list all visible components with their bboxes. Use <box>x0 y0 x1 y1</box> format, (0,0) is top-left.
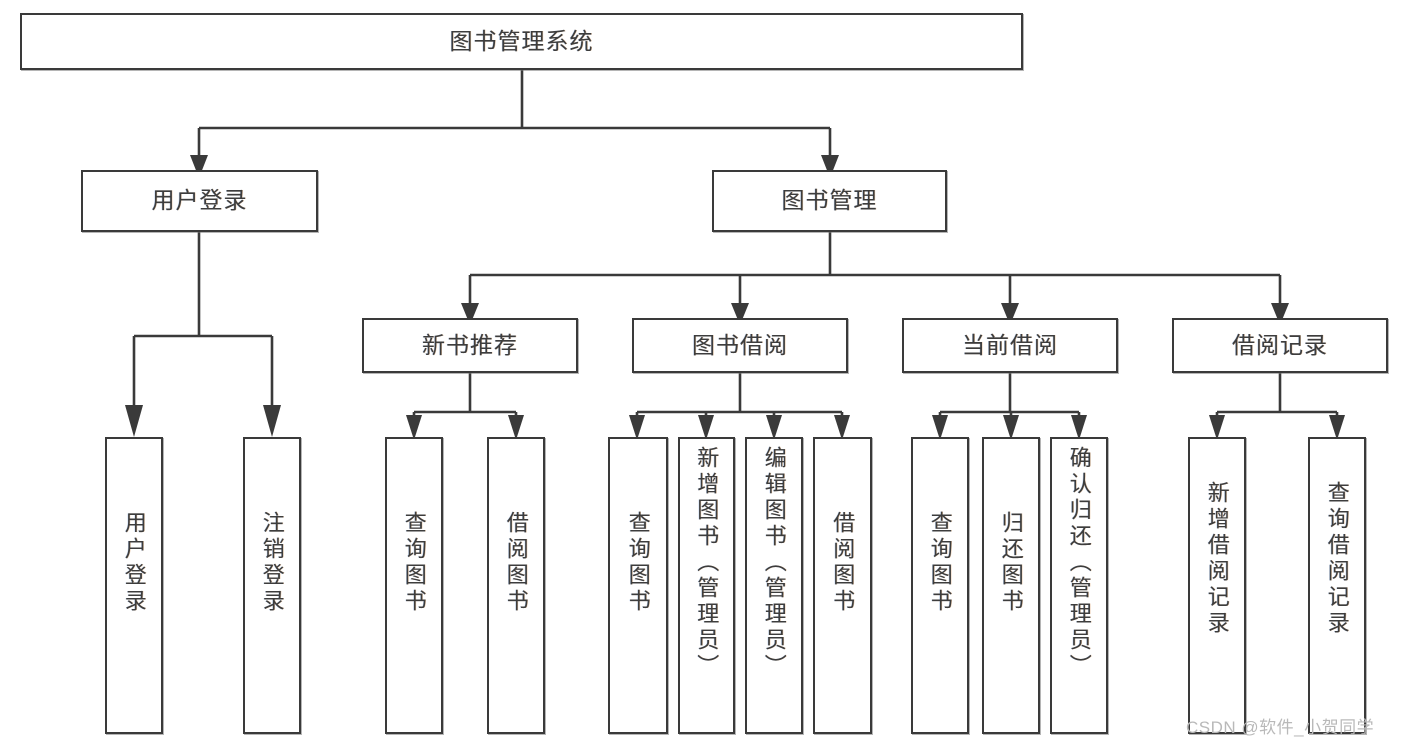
node-current-borrow[interactable]: 当前借阅 <box>902 318 1118 373</box>
arrowhead-leaf-user-login <box>125 405 143 437</box>
node-leaf-user-login-label: 用户登录 <box>121 511 147 615</box>
node-leaf-add-book-label: 新增图书（管理员） <box>694 446 720 680</box>
node-new-book-recommend[interactable]: 新书推荐 <box>362 318 578 373</box>
node-book-manage-label: 图书管理 <box>781 187 878 214</box>
node-leaf-return-book-label: 归还图书 <box>998 511 1024 615</box>
node-leaf-borrow-book-2[interactable]: 借阅图书 <box>813 437 872 734</box>
node-book-manage[interactable]: 图书管理 <box>712 170 947 232</box>
watermark-text: CSDN @软件_小贺同学 <box>1186 718 1375 737</box>
node-book-borrow-label: 图书借阅 <box>692 331 788 358</box>
node-leaf-query-book-2[interactable]: 查询图书 <box>608 437 668 734</box>
node-leaf-add-book[interactable]: 新增图书（管理员） <box>678 437 735 734</box>
node-root-label: 图书管理系统 <box>449 27 594 54</box>
node-current-borrow-label: 当前借阅 <box>962 331 1058 358</box>
node-leaf-return-book[interactable]: 归还图书 <box>982 437 1040 734</box>
node-leaf-query-book-1-label: 查询图书 <box>401 511 427 615</box>
node-leaf-user-logout-label: 注销登录 <box>259 511 285 615</box>
node-leaf-borrow-book-1-label: 借阅图书 <box>503 511 529 615</box>
node-leaf-borrow-book-1[interactable]: 借阅图书 <box>487 437 545 734</box>
node-leaf-query-book-1[interactable]: 查询图书 <box>385 437 443 734</box>
node-leaf-edit-book-label: 编辑图书（管理员） <box>761 446 787 680</box>
node-user-login[interactable]: 用户登录 <box>81 170 318 232</box>
node-leaf-query-borrow-record[interactable]: 查询借阅记录 <box>1308 437 1366 734</box>
node-leaf-user-logout[interactable]: 注销登录 <box>243 437 301 734</box>
node-leaf-query-book-3[interactable]: 查询图书 <box>911 437 969 734</box>
node-borrow-record-label: 借阅记录 <box>1232 331 1328 358</box>
node-leaf-user-login[interactable]: 用户登录 <box>105 437 163 734</box>
node-leaf-confirm-return[interactable]: 确认归还（管理员） <box>1050 437 1108 734</box>
node-leaf-add-borrow-record-label: 新增借阅记录 <box>1204 481 1230 637</box>
node-leaf-add-borrow-record[interactable]: 新增借阅记录 <box>1188 437 1246 734</box>
node-user-login-label: 用户登录 <box>151 187 248 214</box>
node-root[interactable]: 图书管理系统 <box>20 13 1023 70</box>
node-leaf-query-book-3-label: 查询图书 <box>927 511 953 615</box>
node-leaf-edit-book[interactable]: 编辑图书（管理员） <box>745 437 803 734</box>
node-borrow-record[interactable]: 借阅记录 <box>1172 318 1388 373</box>
arrowhead-leaf-user-logout <box>263 405 281 437</box>
node-book-borrow[interactable]: 图书借阅 <box>632 318 848 373</box>
node-leaf-confirm-return-label: 确认归还（管理员） <box>1066 446 1092 680</box>
node-leaf-query-borrow-record-label: 查询借阅记录 <box>1324 481 1350 637</box>
node-leaf-query-book-2-label: 查询图书 <box>625 511 651 615</box>
node-new-book-recommend-label: 新书推荐 <box>422 331 518 358</box>
node-leaf-borrow-book-2-label: 借阅图书 <box>830 511 856 615</box>
